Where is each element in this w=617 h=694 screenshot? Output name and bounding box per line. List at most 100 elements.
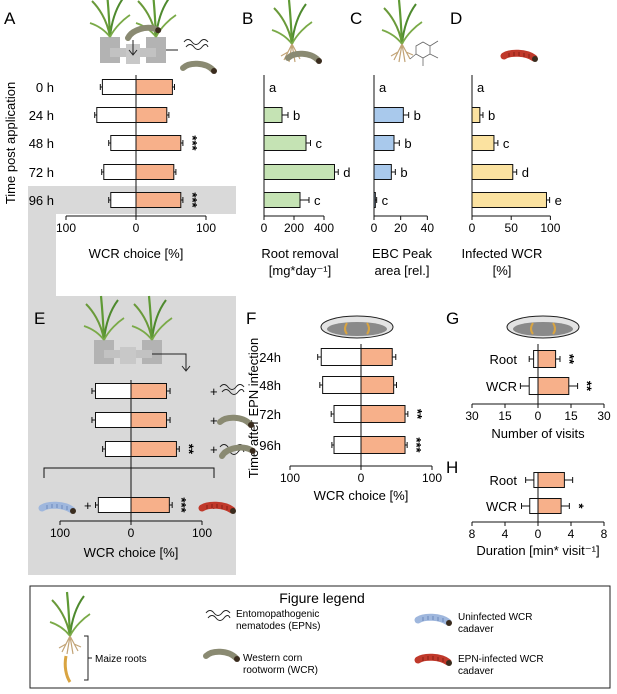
chart-d-letter: a (477, 80, 485, 95)
molecule-icon (409, 40, 439, 66)
chart-h-error-bar (564, 477, 574, 483)
chart-f-bar-left (333, 436, 362, 454)
maize-plant-icon (88, 0, 132, 39)
legend-epn-line1: Entomopathogenic (236, 609, 319, 620)
chart-g-x-tick-label: 0 (535, 409, 542, 423)
chart-e-error-bar (176, 446, 180, 452)
panel-label-d: D (450, 9, 462, 28)
legend-maize-roots: Maize roots (95, 654, 147, 665)
petri-dish-icon (506, 315, 580, 339)
chart-e-bar-left (97, 497, 132, 513)
chart-c-letter: c (382, 193, 389, 208)
chart-e-bar-right (130, 497, 170, 513)
legend-wcr-line2: rootworm (WCR) (243, 665, 318, 676)
chart-b-x-tick-label: 400 (314, 221, 334, 235)
chart-f-category-label: 96h (259, 438, 281, 453)
chart-b-bar (263, 164, 335, 180)
petri-dish-icon (320, 315, 394, 339)
chart-e-plus-sign: + (210, 413, 218, 428)
chart-b-letter: c (314, 193, 321, 208)
chart-a-x-tick-label: 0 (133, 221, 140, 235)
chart-e-x-tick-label: 100 (50, 526, 70, 540)
chart-d-x-tick-label: 0 (469, 221, 476, 235)
chart-c-letter: b (400, 165, 407, 180)
chart-e-bar-left (104, 441, 132, 457)
chart-e-x-tick-label: 100 (192, 526, 212, 540)
chart-h-significance: * (571, 503, 586, 509)
chart-g-x-tick-label: 30 (465, 409, 479, 423)
chart-e-error-bar (166, 417, 171, 423)
chart-e-bar-right (130, 412, 167, 428)
chart-g-error-bar (528, 356, 534, 362)
chart-d-x-tick-label: 50 (505, 221, 519, 235)
chart-b-error-bar (300, 197, 310, 203)
chart-e-plus-sign: + (210, 384, 218, 399)
chart-f-x-axis-label: WCR choice [%] (314, 488, 409, 503)
chart-f-category-label: 72h (259, 407, 281, 422)
chart-a-error-bar (94, 112, 97, 118)
chart-f-bar-left (320, 348, 362, 366)
chart-g-x-tick-label: 30 (597, 409, 611, 423)
chart-g-error-bar (519, 383, 530, 389)
chart-d-x-axis-label: Infected WCR (462, 246, 543, 261)
chart-d-error-bar (512, 169, 518, 175)
chart-h-x-tick-label: 8 (469, 527, 476, 541)
chart-a-error-bar (173, 169, 177, 175)
bracket (84, 635, 92, 681)
chart-f-error-bar (331, 442, 335, 448)
panel-label-a: A (4, 9, 16, 28)
chart-d-letter: b (488, 108, 495, 123)
chart-f-error-bar (393, 382, 397, 388)
chart-d-bar (471, 135, 495, 151)
chart-f-bar-right (360, 436, 406, 454)
chart-a-bar-right (135, 135, 182, 151)
chart-b-x-axis-label: [mg*day⁻¹] (269, 263, 332, 278)
chart-c-error-bar (375, 197, 378, 203)
chart-g-bar-left (528, 377, 539, 395)
chart-e-error-bar (169, 502, 173, 508)
chart-c-bar (373, 164, 392, 180)
chart-c-error-bar (403, 112, 410, 118)
maize-plant-icon (380, 0, 424, 46)
chart-c-x-tick-label: 20 (394, 221, 408, 235)
chart-d-letter: d (522, 165, 529, 180)
chart-c-x-axis-label: area [rel.] (375, 263, 430, 278)
chart-d-letter: e (555, 193, 562, 208)
chart-b-bar (263, 192, 301, 208)
nematode-icon (183, 39, 209, 50)
chart-g-x-tick-label: 15 (498, 409, 512, 423)
chart-f-significance: ** (410, 409, 425, 420)
chart-a-error-bar (180, 140, 184, 146)
legend-epn-line2: nematodes (EPNs) (236, 621, 320, 632)
chart-f-error-bar (405, 442, 408, 448)
chart-a-bar-left (101, 79, 137, 95)
chart-a-significance: *** (185, 192, 200, 208)
chart-f-error-bar (317, 354, 322, 360)
chart-c-letter: b (404, 136, 411, 151)
chart-e-error-bar (91, 388, 96, 394)
chart-b-letter: d (343, 165, 350, 180)
wcr-larva-icon (183, 64, 217, 74)
legend-uninfected-line2: cadaver (458, 624, 494, 635)
chart-f-x-tick-label: 100 (422, 471, 442, 485)
chart-b-error-bar (334, 169, 339, 175)
chart-c-bar (373, 107, 404, 123)
chart-e-error-bar (91, 417, 96, 423)
chart-f-bar-right (360, 405, 406, 423)
chart-g-significance: ** (562, 354, 577, 365)
chart-a-error-bar (166, 112, 170, 118)
chart-h-x-tick-label: 4 (502, 527, 509, 541)
legend-frame (29, 585, 611, 689)
chart-h-error-bar (525, 477, 534, 483)
chart-a-error-bar (108, 197, 111, 203)
chart-h-error-bar (521, 503, 530, 509)
chart-g-error-bar (555, 356, 561, 362)
chart-e-bar-right (130, 441, 177, 457)
chart-c-x-tick-label: 40 (421, 221, 435, 235)
chart-a-category-label: 72 h (29, 165, 54, 180)
chart-b-bar (263, 135, 307, 151)
chart-f-y-axis-label: Time after EPN infection (246, 338, 261, 478)
chart-a-bar-left (96, 107, 137, 123)
highlight-background (28, 186, 236, 575)
